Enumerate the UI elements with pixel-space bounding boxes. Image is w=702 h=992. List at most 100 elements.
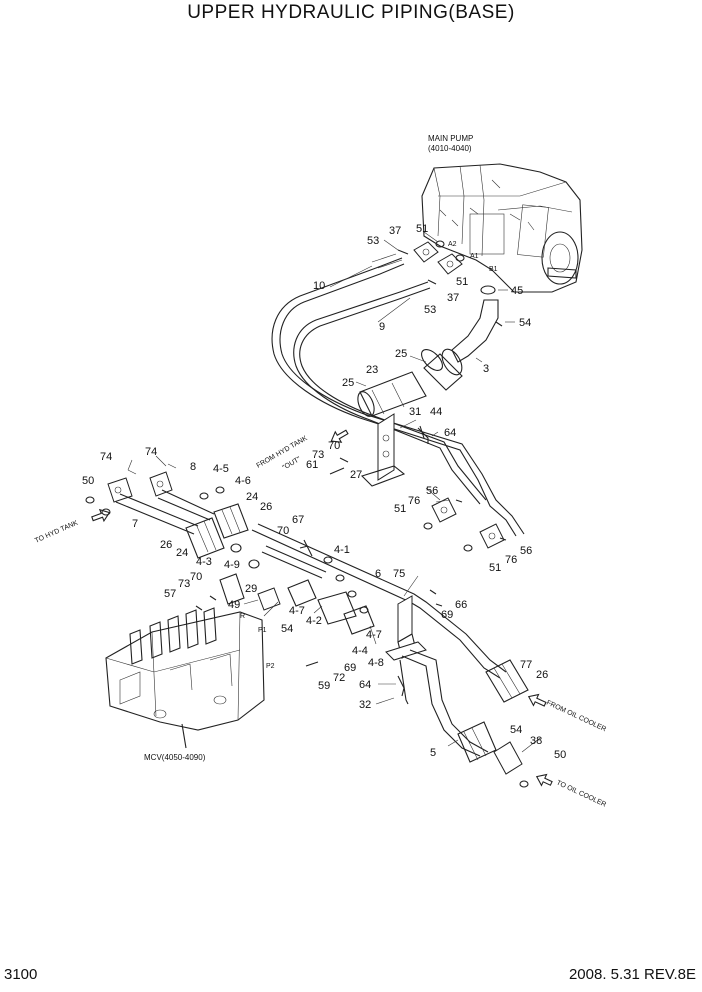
callout: 38 [530, 735, 542, 747]
callout: 64 [444, 427, 456, 439]
callout: 51 [489, 562, 501, 574]
callout: 67 [292, 514, 304, 526]
callout: 44 [430, 406, 442, 418]
pressure-hoses [271, 253, 525, 537]
right-flanges [423, 497, 507, 552]
hose-fittings-left [185, 486, 249, 559]
callout: 4-4 [352, 645, 368, 657]
callout: 73 [178, 578, 190, 590]
main-pump-range: (4010-4040) [428, 144, 472, 153]
callout: 54 [281, 623, 293, 635]
callout: 24 [176, 547, 188, 559]
callout: 64 [359, 679, 371, 691]
callout: 61 [306, 459, 318, 471]
main-pump-label: MAIN PUMP [428, 134, 473, 143]
port-p1: P1 [258, 627, 267, 634]
callout: 56 [520, 545, 532, 557]
date-revision: 2008. 5.31 REV.8E [568, 966, 696, 983]
callout: 51 [456, 276, 468, 288]
callout: 77 [520, 659, 532, 671]
note-to-oil-cooler: TO OIL COOLER [555, 779, 607, 808]
bracket-75 [385, 595, 529, 788]
page-title: UPPER HYDRAULIC PIPING(BASE) [187, 2, 515, 23]
bracket-31 [360, 413, 429, 487]
port-a2: A2 [448, 241, 457, 248]
callout: 56 [426, 485, 438, 497]
callout: 70 [328, 440, 340, 452]
callout: 69 [441, 609, 453, 621]
callout: 59 [318, 680, 330, 692]
note-to-hyd-tank: TO HYD TANK [34, 519, 79, 544]
callout: 8 [190, 461, 196, 473]
callout: 69 [344, 662, 356, 674]
mcv-label: MCV(4050-4090) [144, 753, 206, 762]
callout: 75 [393, 568, 405, 580]
callout: 25 [342, 377, 354, 389]
callout: 6 [375, 568, 381, 580]
page-number: 3100 [4, 966, 38, 983]
callout: 51 [394, 503, 406, 515]
callout: 4-2 [306, 615, 322, 627]
callout: 72 [333, 672, 345, 684]
bolts [195, 425, 443, 697]
suction-hose [357, 349, 463, 417]
return-pipes-left [85, 463, 215, 535]
callout: 26 [260, 501, 272, 513]
callout: 37 [447, 292, 459, 304]
callout: 37 [389, 225, 401, 237]
callout: 50 [82, 475, 94, 487]
callout: 73 [312, 449, 324, 461]
flow-arrows [91, 429, 553, 787]
main-pump [421, 163, 583, 293]
callout: 4-8 [368, 657, 384, 669]
callout: 70 [190, 571, 202, 583]
callout: 76 [505, 554, 517, 566]
callout: 74 [145, 446, 157, 458]
callout: 7 [132, 518, 138, 530]
callout: 26 [536, 669, 548, 681]
callout: 25 [395, 348, 407, 360]
pump-flanges [397, 240, 503, 327]
callout: 70 [277, 525, 289, 537]
callout: 57 [164, 588, 176, 600]
callout: 4-9 [224, 559, 240, 571]
callout: 31 [409, 406, 421, 418]
callout: 24 [246, 491, 258, 503]
callout: 54 [519, 317, 531, 329]
callout: 27 [350, 469, 362, 481]
leader-lines [127, 231, 541, 753]
note-out: "OUT" [282, 456, 303, 472]
callout: 4-1 [334, 544, 350, 556]
callout: 29 [245, 583, 257, 595]
callout: 53 [424, 304, 436, 316]
callout: 3 [483, 363, 489, 375]
callout: 50 [554, 749, 566, 761]
callout: 32 [359, 699, 371, 711]
callout: 10 [313, 280, 325, 292]
callout: 51 [416, 223, 428, 235]
callout: 23 [366, 364, 378, 376]
central-pipe-6 [219, 523, 529, 703]
callout: 49 [228, 599, 240, 611]
callout: 4-7 [366, 629, 382, 641]
callout: 54 [510, 724, 522, 736]
note-from-oil-cooler: FROM OIL COOLER [545, 699, 607, 733]
callout: 4-3 [196, 556, 212, 568]
port-b1: B1 [489, 266, 498, 273]
callout: 53 [367, 235, 379, 247]
callout-layer: 37 51 53 10 9 37 51 53 45 54 3 25 23 25 … [82, 223, 566, 761]
callout: 45 [511, 285, 523, 297]
port-p2: P2 [266, 663, 275, 670]
suction-elbow-3 [451, 299, 499, 363]
callout: 26 [160, 539, 172, 551]
callout: 74 [100, 451, 112, 463]
callout: 4-5 [213, 463, 229, 475]
callout: 5 [430, 747, 436, 759]
port-r: R [240, 613, 245, 620]
callout: 66 [455, 599, 467, 611]
callout: 4-6 [235, 475, 251, 487]
mcv [105, 607, 265, 749]
callout: 76 [408, 495, 420, 507]
callout: 9 [379, 321, 385, 333]
